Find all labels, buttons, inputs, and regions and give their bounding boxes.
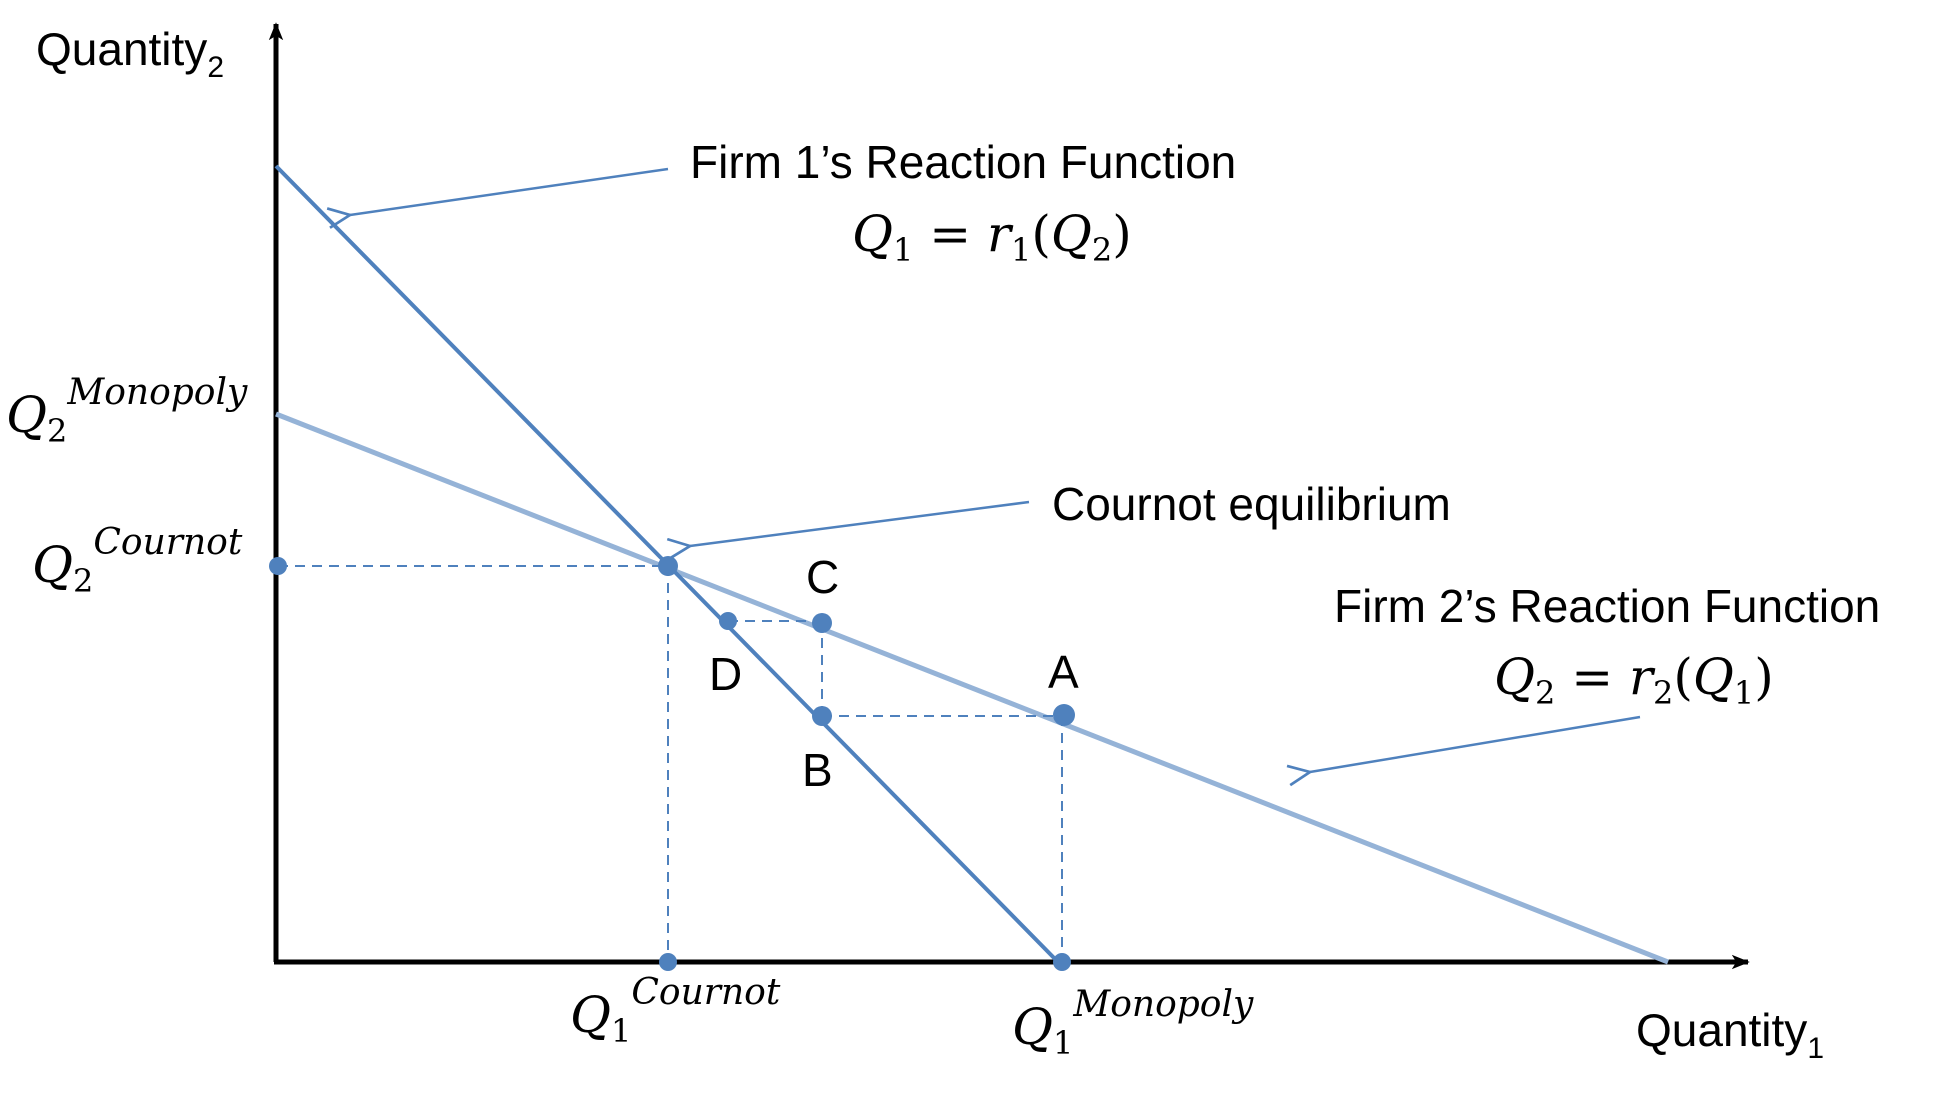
q2-cournot-axis-point (269, 557, 287, 575)
point-a (1053, 704, 1075, 726)
point-d (719, 612, 737, 630)
point-b (812, 706, 832, 726)
firm1-equation: Q1 = r1(Q2) (852, 205, 1132, 269)
q1-monopoly-axis-point (1053, 953, 1071, 971)
q2-monopoly-label: Q2Monopoly (6, 372, 248, 450)
q1-cournot-label: Q1Cournot (570, 972, 781, 1050)
firm2-equation: Q2 = r2(Q1) (1494, 648, 1774, 712)
point-a-label: A (1048, 646, 1079, 698)
point-c (812, 613, 832, 633)
cournot-callout-arrow (690, 500, 1030, 546)
firm2-title: Firm 2’s Reaction Function (1334, 580, 1880, 632)
firm2-reaction-line (275, 411, 1669, 965)
point-d-label: D (709, 648, 742, 700)
y-axis-label: Quantity2 (36, 23, 224, 84)
q1-monopoly-label: Q1Monopoly (1012, 984, 1254, 1062)
x-axis-label: Quantity1 (1636, 1004, 1824, 1065)
firm1-callout-arrow (350, 167, 669, 215)
point-b-label: B (802, 744, 833, 796)
q2-cournot-label: Q2Cournot (32, 522, 243, 600)
firm2-callout-arrow (1310, 715, 1641, 772)
point-c-label: C (806, 551, 839, 603)
q1-cournot-axis-point (659, 953, 677, 971)
cournot-equilibrium-label: Cournot equilibrium (1052, 478, 1451, 530)
firm1-title: Firm 1’s Reaction Function (690, 136, 1236, 188)
cournot-equilibrium-point (658, 556, 678, 576)
